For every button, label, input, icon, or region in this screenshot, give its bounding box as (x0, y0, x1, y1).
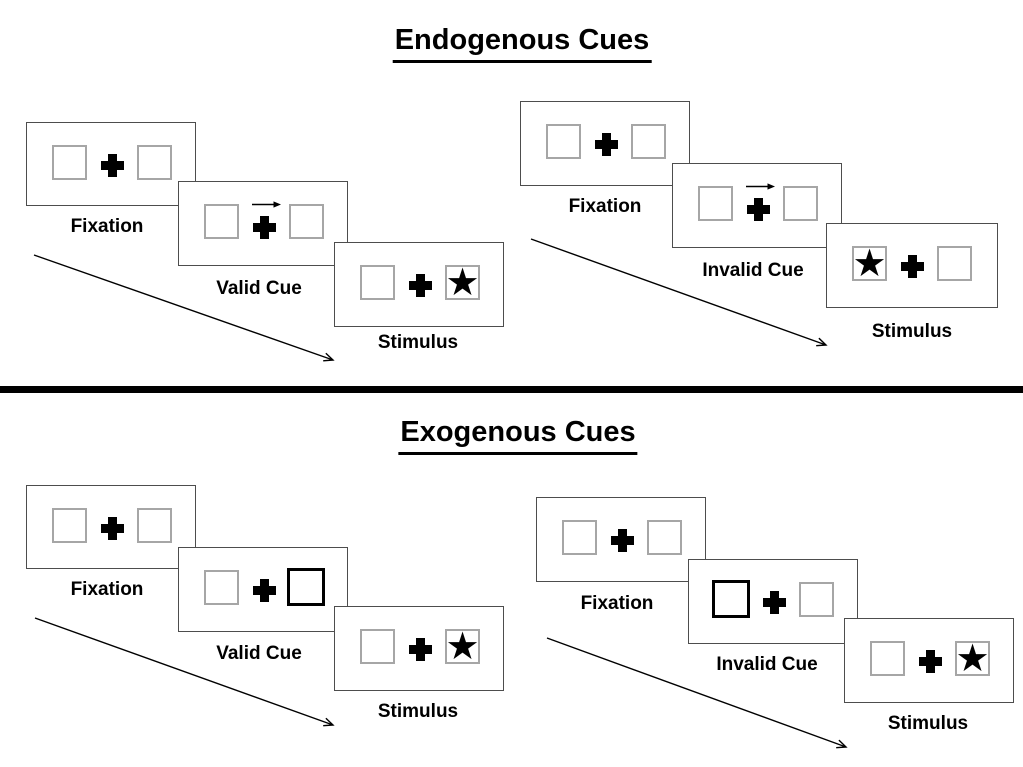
right-arrow-icon (252, 201, 281, 208)
star-target-icon: ★ (445, 259, 480, 304)
valid-cue-screen (178, 547, 348, 632)
left-highlighted-cue-box (712, 580, 750, 618)
left-placeholder-box (204, 570, 239, 605)
exogenous-section-title: Exogenous Cues (398, 416, 638, 455)
stimulus-label: Stimulus (377, 701, 459, 722)
fixation-cross-icon (763, 591, 786, 614)
star-target-icon: ★ (852, 240, 887, 285)
fixation-screen (26, 122, 196, 206)
right-highlighted-cue-box (287, 568, 325, 606)
timeline-arrow (33, 254, 335, 362)
stimulus-label: Stimulus (871, 321, 953, 342)
fixation-cross-icon (409, 274, 432, 297)
stimulus-screen: ★ (334, 242, 504, 327)
fixation-cross-icon (919, 650, 942, 673)
stimulus-screen: ★ (334, 606, 504, 691)
fixation-cross-icon (409, 638, 432, 661)
left-target-box: ★ (852, 240, 887, 285)
left-placeholder-box (546, 124, 581, 159)
fixation-cross-icon (595, 133, 618, 156)
right-placeholder-box (137, 508, 172, 543)
fixation-label: Fixation (580, 593, 654, 614)
cue-label: Invalid Cue (702, 260, 804, 281)
fixation-label: Fixation (568, 196, 642, 217)
fixation-cross-icon (101, 517, 124, 540)
stimulus-screen: ★ (826, 223, 998, 308)
right-placeholder-box (289, 204, 324, 239)
fixation-label: Fixation (70, 216, 144, 237)
star-target-icon: ★ (955, 635, 990, 680)
right-placeholder-box (799, 582, 834, 617)
cue-label: Valid Cue (216, 643, 302, 664)
fixation-cross-icon (253, 579, 276, 602)
right-placeholder-box (647, 520, 682, 555)
left-placeholder-box (204, 204, 239, 239)
timeline-arrow (530, 238, 828, 347)
left-placeholder-box (360, 265, 395, 300)
fixation-cross-icon (253, 216, 276, 239)
fixation-cross-icon (101, 154, 124, 177)
left-placeholder-box (870, 641, 905, 676)
fixation-screen (26, 485, 196, 569)
right-placeholder-box (631, 124, 666, 159)
left-placeholder-box (360, 629, 395, 664)
invalid-cue-screen (688, 559, 858, 644)
left-placeholder-box (698, 186, 733, 221)
invalid-cue-screen (672, 163, 842, 248)
right-target-box: ★ (955, 635, 990, 680)
star-target-icon: ★ (445, 623, 480, 668)
fixation-label: Fixation (70, 579, 144, 600)
stimulus-label: Stimulus (377, 332, 459, 353)
timeline-arrow (34, 617, 335, 727)
right-placeholder-box (937, 246, 972, 281)
right-target-box: ★ (445, 623, 480, 668)
stimulus-label: Stimulus (887, 713, 969, 734)
right-placeholder-box (137, 145, 172, 180)
section-divider (0, 386, 1023, 393)
right-placeholder-box (783, 186, 818, 221)
left-placeholder-box (562, 520, 597, 555)
left-placeholder-box (52, 145, 87, 180)
left-placeholder-box (52, 508, 87, 543)
fixation-cross-icon (747, 198, 770, 221)
fixation-screen (520, 101, 690, 186)
endogenous-section-title: Endogenous Cues (392, 24, 652, 63)
cue-label: Invalid Cue (716, 654, 818, 675)
valid-cue-screen (178, 181, 348, 266)
stimulus-screen: ★ (844, 618, 1014, 703)
fixation-screen (536, 497, 706, 582)
right-target-box: ★ (445, 259, 480, 304)
fixation-cross-icon (611, 529, 634, 552)
right-arrow-icon (746, 183, 775, 190)
fixation-cross-icon (901, 255, 924, 278)
cue-label: Valid Cue (216, 278, 302, 299)
